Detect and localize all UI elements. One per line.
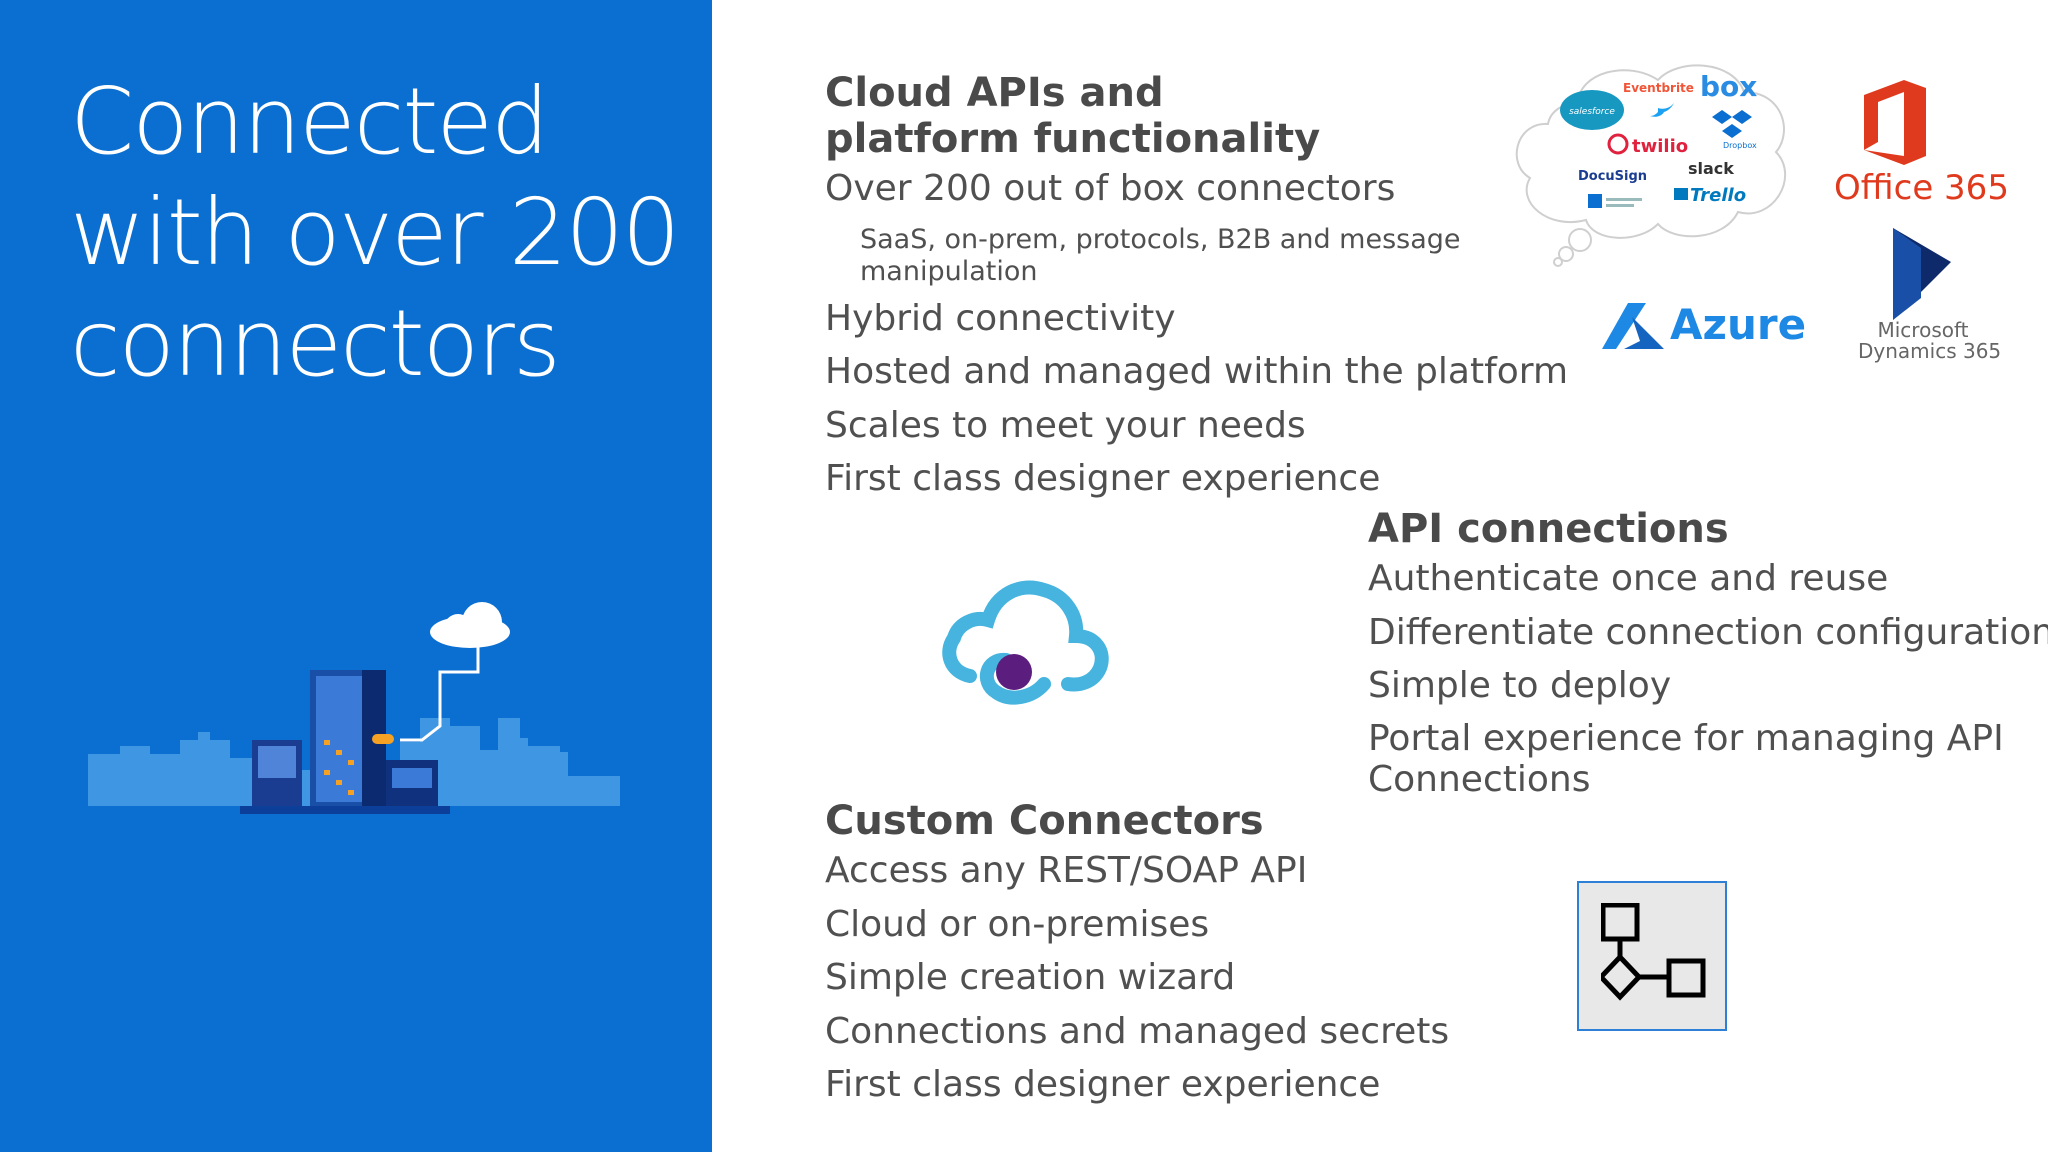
cloud-apis-item: Over 200 out of box connectors [825, 168, 1396, 209]
cloud-apis-heading-line: platform functionality [825, 116, 1321, 162]
twilio-label: twilio [1632, 136, 1688, 157]
dynamics-label-line: Dynamics 365 [1858, 339, 2002, 363]
azure-logo-icon [1602, 303, 1664, 349]
cloud-apis-heading-line: Cloud APIs and [825, 70, 1164, 116]
hero-title-line: Connected [70, 68, 549, 175]
cloud-apis-subitem-line: SaaS, on-prem, protocols, B2B and messag… [860, 224, 1461, 255]
api-connections-item-line: Portal experience for managing API [1368, 718, 2004, 759]
cloud-apis-item: Hosted and managed within the platform [825, 351, 1569, 392]
api-connections-item-line: Connections [1368, 759, 1591, 800]
custom-connectors-item: Access any REST/SOAP API [825, 850, 1308, 891]
hero-title: Connected with over 200 connectors [70, 66, 690, 399]
workflow-icon-frame [1577, 881, 1727, 1031]
dynamics-label: Microsoft Dynamics 365 [1858, 318, 2002, 363]
office-365-label: Office 365 [1834, 168, 2009, 208]
office-logo-icon [1864, 80, 1926, 165]
dropbox-label: Dropbox [1723, 141, 1757, 150]
api-connections-item: Simple to deploy [1368, 665, 1672, 706]
custom-connectors-item: Simple creation wizard [825, 957, 1236, 998]
logic-app-icon [942, 580, 1109, 705]
box-label: box [1700, 70, 1757, 103]
small-cloud [430, 602, 510, 648]
custom-connectors-item: Cloud or on-premises [825, 904, 1210, 945]
city-illustration [88, 602, 620, 814]
twilio-icon [1607, 133, 1629, 155]
cloud-apis-item: First class designer experience [825, 458, 1381, 499]
azure-label: Azure [1670, 300, 1807, 349]
hero-title-line: with over 200 [70, 179, 680, 286]
hero-title-line: connectors [70, 290, 561, 397]
docusign-label: DocuSign [1578, 169, 1647, 184]
custom-connectors-item: First class designer experience [825, 1064, 1381, 1105]
title-panel: Connected with over 200 connectors [0, 0, 712, 1152]
sharepoint-icon [1588, 194, 1602, 208]
dynamics-logo-icon [1893, 228, 1951, 320]
eventbrite-label: Eventbrite [1623, 81, 1694, 95]
api-connections-item: Differentiate connection configuration [1368, 612, 2048, 653]
trello-icon [1674, 188, 1688, 200]
workflow-icon [1601, 903, 1706, 1001]
twitter-icon [1650, 103, 1674, 117]
slack-label: slack [1688, 159, 1734, 178]
dynamics-label-line: Microsoft [1877, 318, 1969, 342]
salesforce-logo [1560, 90, 1624, 130]
custom-connectors-heading: Custom Connectors [825, 798, 1264, 844]
trello-label: Trello [1690, 185, 1746, 206]
api-connections-heading: API connections [1368, 506, 1729, 552]
logic-app-dot [996, 654, 1032, 690]
saas-cloud-icon: salesforce Eventbrite box Dropbox twilio… [1515, 64, 1787, 267]
salesforce-label: salesforce [1569, 107, 1615, 117]
cloud-apis-item: Scales to meet your needs [825, 405, 1306, 446]
dropbox-icon [1712, 110, 1752, 138]
cloud-apis-item: Hybrid connectivity [825, 298, 1176, 339]
api-connections-item: Authenticate once and reuse [1368, 558, 1889, 599]
custom-connectors-item: Connections and managed secrets [825, 1011, 1450, 1052]
cloud-apis-subitem-line: manipulation [860, 256, 1038, 287]
